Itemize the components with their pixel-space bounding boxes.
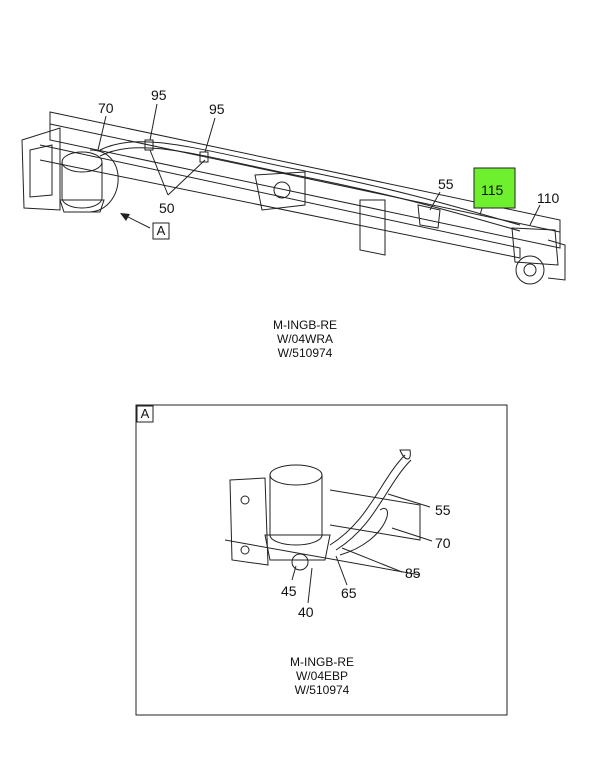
left-bracket bbox=[21, 127, 61, 211]
detail-label-box bbox=[136, 405, 154, 423]
callout-95-right: 95 bbox=[209, 101, 225, 117]
view-ref-label: A bbox=[156, 223, 166, 238]
detail-label: A bbox=[140, 406, 150, 421]
highlight-box bbox=[473, 167, 516, 209]
detail-caption-line-2: W/04EBP bbox=[295, 669, 349, 683]
detail-callout-65: 65 bbox=[341, 585, 357, 601]
detail-callout-45: 45 bbox=[281, 583, 297, 599]
air-line bbox=[99, 141, 521, 226]
detail-bracket bbox=[229, 477, 269, 566]
detail-callout-70: 70 bbox=[435, 535, 451, 551]
main-caption-line-2: W/04WRA bbox=[276, 332, 333, 346]
callout-95-left: 95 bbox=[151, 87, 167, 103]
detail-hose bbox=[329, 454, 406, 546]
callout-50: 50 bbox=[159, 200, 175, 216]
detail-dryer bbox=[269, 464, 323, 486]
callout-110: 110 bbox=[537, 190, 560, 206]
detail-caption-line-1: M-INGB-RE bbox=[290, 655, 354, 669]
detail-callout-55: 55 bbox=[435, 502, 451, 518]
detail-caption: M-INGB-RE W/04EBP W/510974 bbox=[222, 655, 422, 697]
detail-caption-line-3: W/510974 bbox=[294, 683, 350, 697]
main-caption-line-3: W/510974 bbox=[277, 346, 333, 360]
callout-115: 115 bbox=[481, 182, 504, 198]
view-ref-box bbox=[152, 222, 170, 240]
compressor bbox=[511, 227, 559, 266]
detail-callout-40: 40 bbox=[298, 604, 314, 620]
mid-bracket bbox=[254, 171, 306, 211]
main-caption: M-INGB-RE W/04WRA W/510974 bbox=[205, 318, 405, 360]
callout-70: 70 bbox=[98, 100, 114, 116]
plate bbox=[359, 199, 386, 256]
detail-callout-85: 85 bbox=[405, 565, 421, 581]
detail-frame bbox=[135, 404, 508, 716]
callout-55: 55 bbox=[438, 176, 454, 192]
main-caption-line-1: M-INGB-RE bbox=[273, 318, 337, 332]
